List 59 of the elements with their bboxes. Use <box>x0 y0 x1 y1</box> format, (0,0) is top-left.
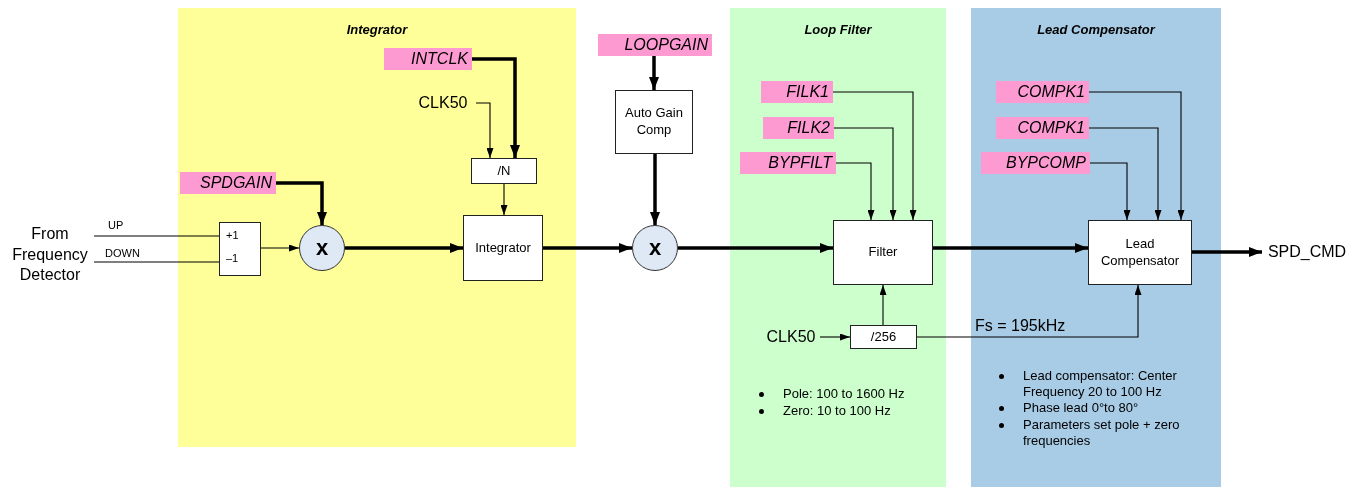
multiplier-circle: x <box>299 225 345 271</box>
bullet-note: Zero: 10 to 100 Hz <box>755 403 935 420</box>
summing-block <box>219 222 261 276</box>
arrow <box>543 243 632 253</box>
bullet-note: Lead compensator: Center Frequency 20 to 100 Hz <box>995 368 1215 401</box>
arrow <box>649 56 659 90</box>
bullet-note: Parameters set pole + zero frequencies <box>995 417 1215 450</box>
section-panel <box>178 8 576 447</box>
section-panel <box>730 8 946 487</box>
bullet-note: Pole: 100 to 1600 Hz <box>755 386 935 403</box>
process-box: Auto Gain Comp <box>615 90 693 154</box>
process-box: Lead Compensator <box>1088 220 1192 285</box>
parameter-tag: BYPCOMP <box>981 152 1090 174</box>
arrow <box>345 243 463 253</box>
process-box: Filter <box>833 220 933 285</box>
edge-label: Fs = 195kHz <box>975 317 1066 335</box>
parameter-tag: INTCLK <box>384 48 472 70</box>
section-title: Integrator <box>345 22 409 37</box>
arrow <box>1192 247 1262 257</box>
signal-text: SPD_CMD <box>1262 240 1352 264</box>
arrow <box>472 57 520 158</box>
arrow <box>678 243 833 253</box>
arrow <box>1089 162 1131 221</box>
process-box: /N <box>471 158 537 184</box>
arrow <box>475 102 494 159</box>
arrow <box>1088 91 1185 221</box>
edge-label: DOWN <box>105 247 140 259</box>
parameter-tag: COMPK1 <box>996 81 1089 103</box>
sign-label: –1 <box>226 252 239 264</box>
signal-text: CLK50 <box>762 326 820 348</box>
arrow <box>832 91 917 221</box>
arrow <box>650 154 660 225</box>
arrow <box>819 333 851 341</box>
signal-text: From Frequency Detector <box>6 222 94 288</box>
signal-text: CLK50 <box>410 92 476 114</box>
arrow <box>879 284 887 326</box>
bullet-note: Phase lead 0°to 80° <box>995 400 1215 417</box>
arrow <box>916 284 1142 338</box>
arrow <box>260 244 300 252</box>
section-title: Loop Filter <box>803 22 873 37</box>
arrow <box>276 181 327 225</box>
process-box: Integrator <box>463 215 543 281</box>
parameter-tag: SPDGAIN <box>180 172 276 194</box>
parameter-tag: FILK1 <box>761 81 833 103</box>
multiplier-circle: x <box>632 225 678 271</box>
section-title: Lead Compensator <box>1036 22 1157 37</box>
arrow <box>933 243 1088 253</box>
parameter-tag: LOOPGAIN <box>598 34 712 56</box>
sign-label: +1 <box>226 229 239 241</box>
parameter-tag: BYPFILT <box>740 152 836 174</box>
edge-label: UP <box>108 219 124 231</box>
arrow <box>500 183 508 216</box>
arrow <box>833 127 897 221</box>
parameter-tag: COMPK1 <box>996 117 1089 139</box>
section-panel <box>971 8 1221 487</box>
process-box: /256 <box>850 325 917 349</box>
arrow <box>1088 127 1162 221</box>
parameter-tag: FILK2 <box>763 117 834 139</box>
arrow <box>835 162 875 221</box>
